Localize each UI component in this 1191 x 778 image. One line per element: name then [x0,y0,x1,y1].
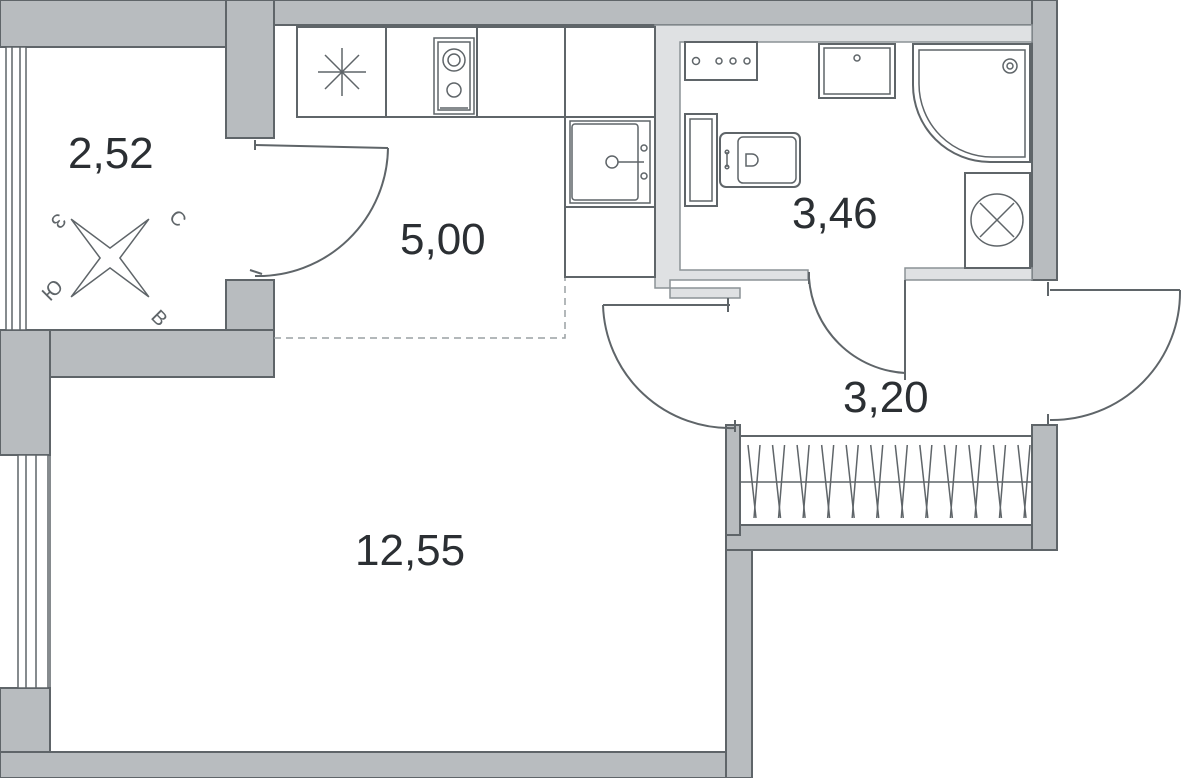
stove-icon [433,37,475,115]
wall-right-upper [1031,0,1058,281]
door-balcony[interactable] [249,140,389,278]
hanger [802,444,810,519]
wall-left-upper [0,329,51,456]
kitchen-counter [296,26,656,278]
washbasin-icon [818,43,896,99]
door-entry-left[interactable] [602,298,736,432]
wardrobe [739,435,1033,526]
area-bathroom: 3,46 [792,189,878,238]
area-kitchen: 5,00 [400,215,486,264]
hanger [777,444,786,519]
wall-step [725,524,1058,551]
hanger [826,444,835,519]
bathroom-fixtures [684,41,1031,269]
shower-icon [912,43,1031,163]
hanger [974,444,982,519]
compass-west: З [46,208,70,232]
zone-boundary [274,278,566,339]
toilet-icon [719,132,801,188]
wall-right-lower [1031,424,1058,551]
wall-hall-left [725,424,741,536]
hanger [1023,444,1031,519]
compass-north: С [164,206,190,232]
compass-icon [70,218,150,298]
hanger [900,444,909,519]
hanger [925,444,933,519]
area-living: 12,55 [355,526,465,575]
bath-shelf [684,41,758,81]
snowflake-icon [318,48,366,96]
compass-south: Ю [38,276,68,306]
wall-top [271,0,1058,26]
wall-living-right [725,524,753,778]
hanger [753,444,761,519]
area-balcony: 2,52 [68,129,154,178]
sink-icon [569,120,651,204]
doors [249,140,1182,432]
washing-machine-icon [964,172,1031,269]
compass-east: В [146,306,171,331]
interior-lines [49,278,727,753]
door-bathroom[interactable] [808,272,906,380]
wall-balcony-right-upper [225,0,275,139]
wall-bottom [0,751,753,778]
window-living [17,454,49,689]
hanger [851,444,859,519]
hanger [998,444,1007,519]
wardrobe-hangers [747,444,1031,519]
windows [5,46,49,689]
wardrobe-box [739,435,1033,526]
hanger [949,444,958,519]
door-entrance[interactable] [1047,282,1182,426]
exterior-walls [0,0,1058,778]
area-hallway: 3,20 [843,373,929,422]
hanger [875,444,884,519]
towel-rail-icon [684,113,718,207]
window-balcony [5,46,27,331]
